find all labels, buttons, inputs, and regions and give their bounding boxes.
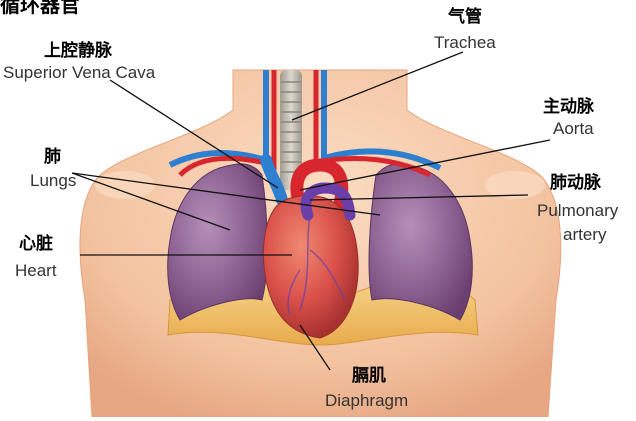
diaphragm-label-en: Diaphragm [325, 391, 409, 410]
trachea-label-en: Trachea [434, 33, 496, 52]
svc-label-cn: 上腔静脉 [44, 41, 112, 61]
lungs-label-en: Lungs [30, 171, 77, 190]
pulmonary-label-en-1: Pulmonary [537, 201, 619, 220]
svc-vessel [260, 154, 288, 206]
heart-shape [262, 195, 359, 339]
left-lung [167, 163, 268, 321]
page-title: 循环器官 [0, 0, 80, 17]
trachea-tube [280, 70, 302, 190]
aortic-arch [290, 158, 349, 212]
svc-label-en: Superior Vena Cava [3, 63, 156, 82]
heart-label-en: Heart [15, 261, 57, 280]
heart-label-cn: 心脏 [19, 234, 53, 254]
trachea-label-cn: 气管 [448, 7, 482, 27]
pulmonary-label-en-2: artery [563, 225, 607, 244]
leader-lines [71, 51, 551, 371]
lungs-label-cn: 肺 [44, 147, 61, 167]
aorta-label-en: Aorta [553, 119, 594, 138]
pulmonary-artery [300, 182, 356, 221]
pulmonary-label-cn: 肺动脉 [550, 173, 601, 193]
diaphragm-label-cn: 膈肌 [352, 366, 386, 386]
aorta-label-cn: 主动脉 [543, 97, 594, 117]
